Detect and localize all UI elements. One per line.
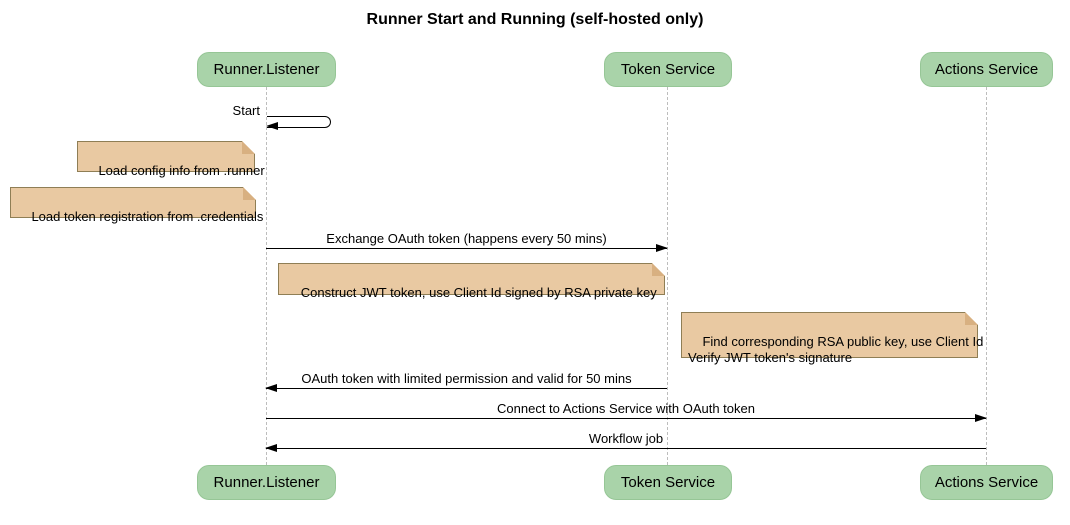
- arrowhead-right-icon: [656, 243, 668, 252]
- lifeline-runner-listener: [266, 87, 267, 465]
- participant-label: Actions Service: [934, 474, 1039, 491]
- participant-label: Token Service: [620, 474, 716, 491]
- note-text: Load token registration from .credential…: [31, 209, 264, 224]
- message-label: OAuth token with limited permission and …: [301, 371, 632, 386]
- note-text: Load config info from .runner: [98, 163, 265, 178]
- participant-token-service-top: Token Service: [604, 52, 732, 87]
- arrowhead-left-icon: [265, 443, 277, 452]
- message-workflow-job: Workflow job: [265, 431, 986, 452]
- arrowhead-left-icon: [266, 122, 278, 130]
- message-oauth-token-returned: OAuth token with limited permission and …: [265, 371, 667, 392]
- message-line: [266, 243, 668, 252]
- participant-runner-listener-bottom: Runner.Listener: [197, 465, 336, 500]
- lifeline-token-service: [667, 87, 668, 465]
- note-fold-icon: [652, 263, 665, 276]
- participant-label: Runner.Listener: [213, 61, 320, 78]
- message-label: Connect to Actions Service with OAuth to…: [497, 401, 755, 416]
- participant-actions-service-top: Actions Service: [920, 52, 1053, 87]
- message-start-label: Start: [232, 103, 260, 118]
- note-load-config: Load config info from .runner: [77, 141, 265, 178]
- participant-label: Actions Service: [934, 61, 1039, 78]
- arrowhead-left-icon: [265, 383, 277, 392]
- note-load-token-registration: Load token registration from .credential…: [10, 187, 263, 224]
- note-construct-jwt: Construct JWT token, use Client Id signe…: [278, 263, 665, 300]
- participant-runner-listener-top: Runner.Listener: [197, 52, 336, 87]
- message-line: [265, 383, 667, 392]
- participant-actions-service-bottom: Actions Service: [920, 465, 1053, 500]
- lifeline-actions-service: [986, 87, 987, 465]
- message-label: Workflow job: [588, 431, 664, 446]
- note-fold-icon: [242, 141, 255, 154]
- message-line: [265, 443, 986, 452]
- diagram-title: Runner Start and Running (self-hosted on…: [366, 11, 704, 28]
- note-text: Find corresponding RSA public key, use C…: [688, 334, 984, 365]
- note-verify-jwt: Find corresponding RSA public key, use C…: [681, 312, 983, 365]
- message-connect-actions-service: Connect to Actions Service with OAuth to…: [266, 401, 987, 422]
- message-label: Exchange OAuth token (happens every 50 m…: [326, 231, 607, 246]
- message-start-loop: [267, 116, 331, 128]
- participant-label: Runner.Listener: [213, 474, 320, 491]
- message-line: [266, 413, 987, 422]
- arrowhead-right-icon: [975, 413, 987, 422]
- participant-label: Token Service: [620, 61, 716, 78]
- message-exchange-oauth: Exchange OAuth token (happens every 50 m…: [266, 231, 668, 252]
- note-fold-icon: [965, 312, 978, 325]
- participant-token-service-bottom: Token Service: [604, 465, 732, 500]
- note-text: Construct JWT token, use Client Id signe…: [300, 285, 657, 300]
- note-fold-icon: [243, 187, 256, 200]
